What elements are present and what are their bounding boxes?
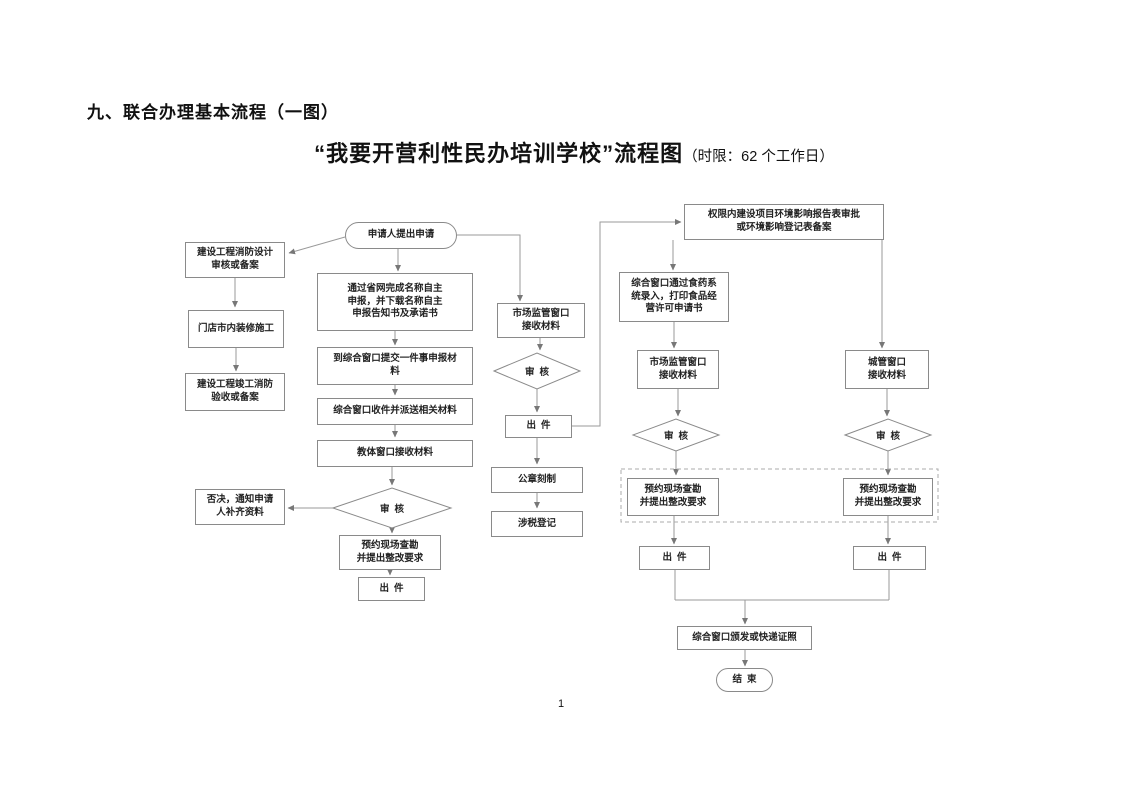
decision-layer xyxy=(331,352,933,529)
section-heading: 九、联合办理基本流程（一图） xyxy=(87,103,339,122)
flow-node-review-2: 审核 xyxy=(524,367,554,378)
flowchart-title-row: “我要开营利性民办培训学校”流程图（时限：62 个工作日） xyxy=(0,136,1122,168)
review-diamond-4 xyxy=(843,418,933,452)
flow-node-edu-window: 教体窗口接收材料 xyxy=(317,440,473,467)
flowchart-title: “我要开营利性民办培训学校”流程图 xyxy=(314,141,684,166)
flow-node-survey-1: 预约现场查勘 并提出整改要求 xyxy=(339,535,441,570)
flow-node-end: 结束 xyxy=(716,668,773,692)
flow-node-food-license: 综合窗口通过食药系 统录入，打印食品经 营许可申请书 xyxy=(619,272,729,322)
flow-node-decoration: 门店市内装修施工 xyxy=(188,310,284,348)
flow-node-reject: 否决，通知申请 人补齐资料 xyxy=(195,489,285,525)
flow-node-fire-acceptance: 建设工程竣工消防 验收或备案 xyxy=(185,373,285,411)
flowchart-title-suffix: （时限：62 个工作日） xyxy=(683,149,834,165)
flow-node-start: 申请人提出申请 xyxy=(345,222,457,249)
flow-node-dispatch: 综合窗口收件并派送相关材料 xyxy=(317,398,473,425)
connector-layer xyxy=(232,219,891,667)
flow-node-market-window-2: 市场监管窗口 接收材料 xyxy=(637,350,719,389)
flow-node-env-approval: 权限内建设项目环境影响报告表审批 或环境影响登记表备案 xyxy=(684,204,884,240)
flow-node-chujian-2: 出件 xyxy=(505,415,572,438)
flow-node-review-4: 审核 xyxy=(875,431,905,442)
flow-node-urban-window: 城管窗口 接收材料 xyxy=(845,350,929,389)
flow-node-review-3: 审核 xyxy=(663,431,693,442)
flow-node-survey-3: 预约现场查勘 并提出整改要求 xyxy=(843,478,933,516)
review-diamond-1 xyxy=(331,487,453,529)
flow-node-chujian-1: 出件 xyxy=(358,577,425,601)
flow-node-survey-2: 预约现场查勘 并提出整改要求 xyxy=(627,478,719,516)
review-diamond-3 xyxy=(631,418,721,452)
review-diamond-2 xyxy=(492,352,582,390)
flow-node-market-window-1: 市场监管窗口 接收材料 xyxy=(497,303,585,338)
flow-node-tax: 涉税登记 xyxy=(491,511,583,537)
flow-node-fire-design: 建设工程消防设计 审核或备案 xyxy=(185,242,285,278)
flow-node-issue: 综合窗口颁发或快递证照 xyxy=(677,626,812,650)
flow-node-submit-materials: 到综合窗口提交一件事申报材 料 xyxy=(317,347,473,385)
flow-node-review-1: 审核 xyxy=(379,504,409,515)
flow-node-seal: 公章刻制 xyxy=(491,467,583,493)
flow-node-chujian-4: 出件 xyxy=(853,546,926,570)
flow-node-name-declare: 通过省网完成名称自主 申报，并下载名称自主 申报告知书及承诺书 xyxy=(317,273,473,331)
flow-node-chujian-3: 出件 xyxy=(639,546,710,570)
page-number: 1 xyxy=(557,698,565,710)
dashed-group-frame xyxy=(620,468,939,523)
